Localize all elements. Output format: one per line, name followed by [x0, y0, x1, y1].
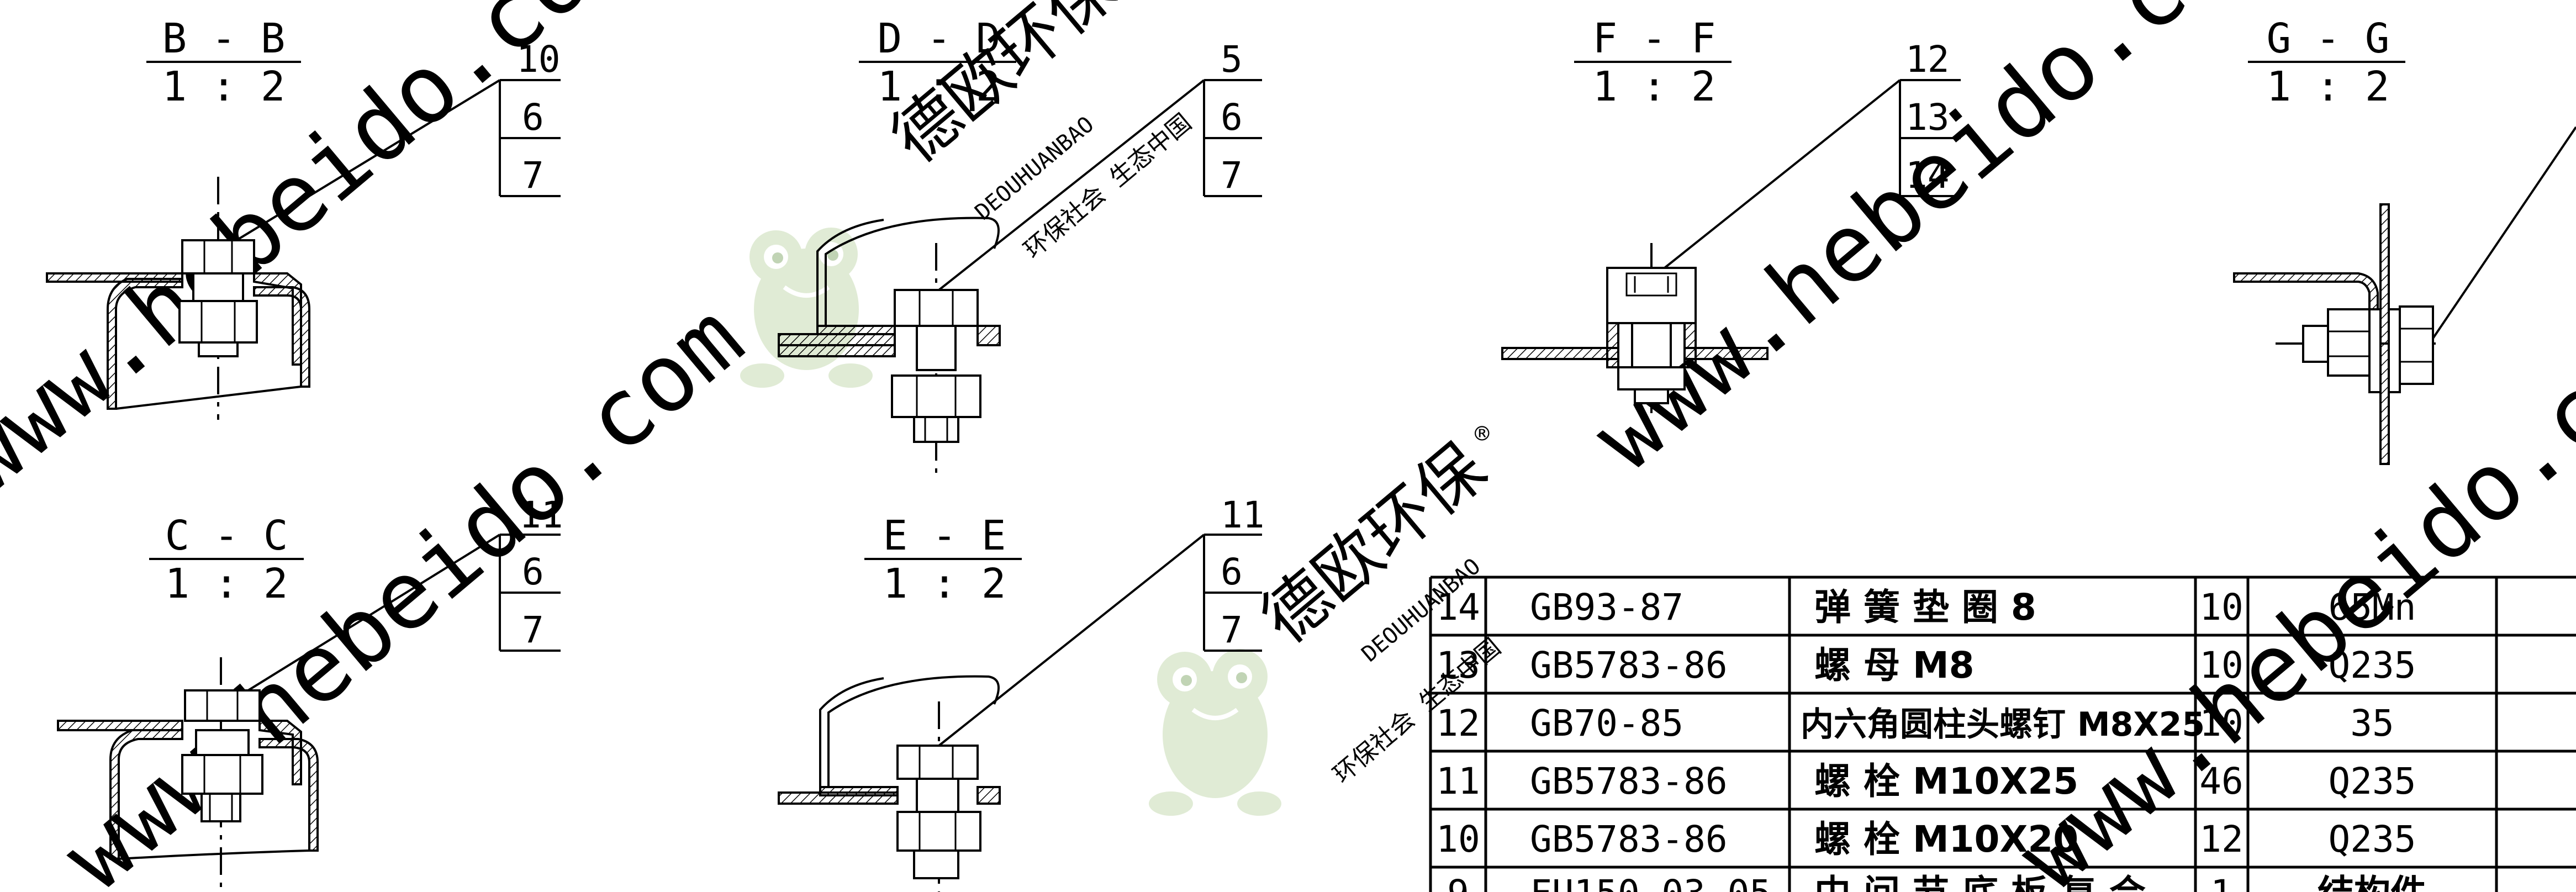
section-title: D - D: [878, 15, 1001, 62]
callout-number: 6: [1221, 96, 1243, 139]
bom-no: 9: [1447, 872, 1469, 892]
bom-material: Q235: [2329, 818, 2416, 861]
section-scale: 1 : 2: [2267, 63, 2390, 110]
bom-material: 65Mn: [2329, 586, 2416, 629]
callout-number: 12: [1905, 38, 1949, 81]
callout-number: 14: [1905, 154, 1949, 197]
bom-qty: 12: [2199, 818, 2243, 861]
callout-stack: 11 6 7: [938, 494, 1264, 747]
bom-code: GB5783-86: [1530, 644, 1728, 687]
callout-number: 13: [1905, 96, 1949, 139]
bom-qty: 10: [2199, 586, 2243, 629]
callout-number: 5: [1221, 38, 1243, 81]
bom-qty: 10: [2199, 644, 2243, 687]
section-title: G - G: [2267, 15, 2390, 62]
section-d: D - D 1 : 2 5 6 7: [778, 15, 1262, 481]
section-b-geometry: [46, 177, 310, 420]
bom-no: 10: [1436, 818, 1480, 861]
bom-material: Q235: [2329, 760, 2416, 803]
bom-qty: 46: [2199, 760, 2243, 803]
bom-material: Q235: [2329, 644, 2416, 687]
callout-number: 7: [522, 154, 544, 197]
bom-no: 11: [1436, 760, 1480, 803]
bom-name: 螺 栓 M10X25: [1814, 760, 2078, 803]
table-row: 14 GB93-87 弹 簧 垫 圈 8 10 65Mn: [1436, 586, 2416, 629]
section-e: E - E 1 : 2 11 6 7: [778, 494, 1264, 892]
bom-no: 12: [1436, 702, 1480, 745]
bom-no: 13: [1436, 644, 1480, 687]
registered-mark-watermark: ®: [1475, 420, 1490, 448]
frog-mascot-watermark: [1149, 649, 1281, 816]
url-watermark: www.hebeido.com: [1999, 283, 2576, 892]
bom-qty: 10: [2199, 702, 2243, 745]
bom-name: 内六角圆柱头螺钉 M8X25: [1801, 705, 2205, 744]
bom-table: [1429, 576, 2576, 892]
bom-code: GB5783-86: [1530, 818, 1728, 861]
bom-name: 中 间 节 底 板 复 合: [1814, 872, 2146, 892]
bom-name: 螺 母 M8: [1814, 644, 1975, 687]
bom-material: 35: [2350, 702, 2394, 745]
section-e-geometry: [778, 675, 1001, 892]
section-scale: 1 : 2: [878, 63, 1001, 110]
slogan-watermark: 环保社会 生态中国: [1018, 108, 1197, 264]
section-title: B - B: [162, 15, 286, 62]
bom-code: FU150-03-05: [1530, 872, 1771, 892]
callout-stack: 10 6 7: [231, 38, 561, 244]
callout-number: 6: [1221, 551, 1243, 593]
bom-no: 14: [1436, 586, 1480, 629]
section-title: C - C: [165, 512, 288, 560]
section-c-geometry: [57, 657, 319, 889]
bom-name: 弹 簧 垫 圈 8: [1814, 586, 2036, 629]
bom-rows: 14 GB93-87 弹 簧 垫 圈 8 10 65Mn 13 GB5783-8…: [1436, 586, 2427, 892]
section-g: G - G 1 : 2: [2233, 15, 2576, 465]
callout-number: 10: [516, 38, 560, 81]
callout-stack: 5 6 7: [938, 38, 1262, 291]
table-row: 13 GB5783-86 螺 母 M8 10 Q235: [1436, 644, 2416, 687]
section-scale: 1 : 2: [162, 63, 286, 110]
section-scale: 1 : 2: [165, 560, 288, 608]
table-row: 12 GB70-85 内六角圆柱头螺钉 M8X25 10 35: [1436, 702, 2394, 745]
section-f: F - F 1 : 2 12 13 14: [1501, 15, 1961, 420]
callout-number: 6: [522, 96, 544, 139]
callout-number: 7: [522, 609, 544, 651]
callout-number: 11: [1221, 494, 1264, 536]
section-scale: 1 : 2: [883, 560, 1006, 608]
callout-number: 11: [519, 494, 563, 536]
bom-name: 螺 栓 M10X20: [1814, 818, 2078, 861]
callout-number: 7: [1221, 154, 1243, 197]
section-g-geometry: [2233, 126, 2576, 465]
section-d-geometry: [778, 217, 1001, 481]
callout-stack: 12 13 14: [1653, 38, 1961, 277]
bom-code: GB70-85: [1530, 702, 1683, 745]
callout-stack: 11 6 7: [234, 494, 563, 700]
section-f-geometry: [1501, 243, 1769, 420]
bom-code: GB93-87: [1530, 586, 1683, 629]
section-title: E - E: [883, 512, 1006, 560]
table-row: 11 GB5783-86 螺 栓 M10X25 46 Q235: [1436, 760, 2416, 803]
section-b: B - B 1 : 2 10 6 7: [46, 15, 561, 420]
section-c: C - C 1 : 2 11 6 7: [57, 494, 563, 889]
section-title: F - F: [1593, 15, 1716, 62]
bom-qty: 1: [2210, 872, 2232, 892]
callout-number: 6: [522, 551, 544, 593]
table-row: 10 GB5783-86 螺 栓 M10X20 12 Q235: [1436, 818, 2416, 861]
bom-material: 结构件: [2318, 872, 2427, 892]
table-row: 9 FU150-03-05 中 间 节 底 板 复 合 1 结构件: [1447, 872, 2427, 892]
callout-number: 7: [1221, 609, 1243, 651]
section-scale: 1 : 2: [1593, 63, 1716, 110]
bom-code: GB5783-86: [1530, 760, 1728, 803]
